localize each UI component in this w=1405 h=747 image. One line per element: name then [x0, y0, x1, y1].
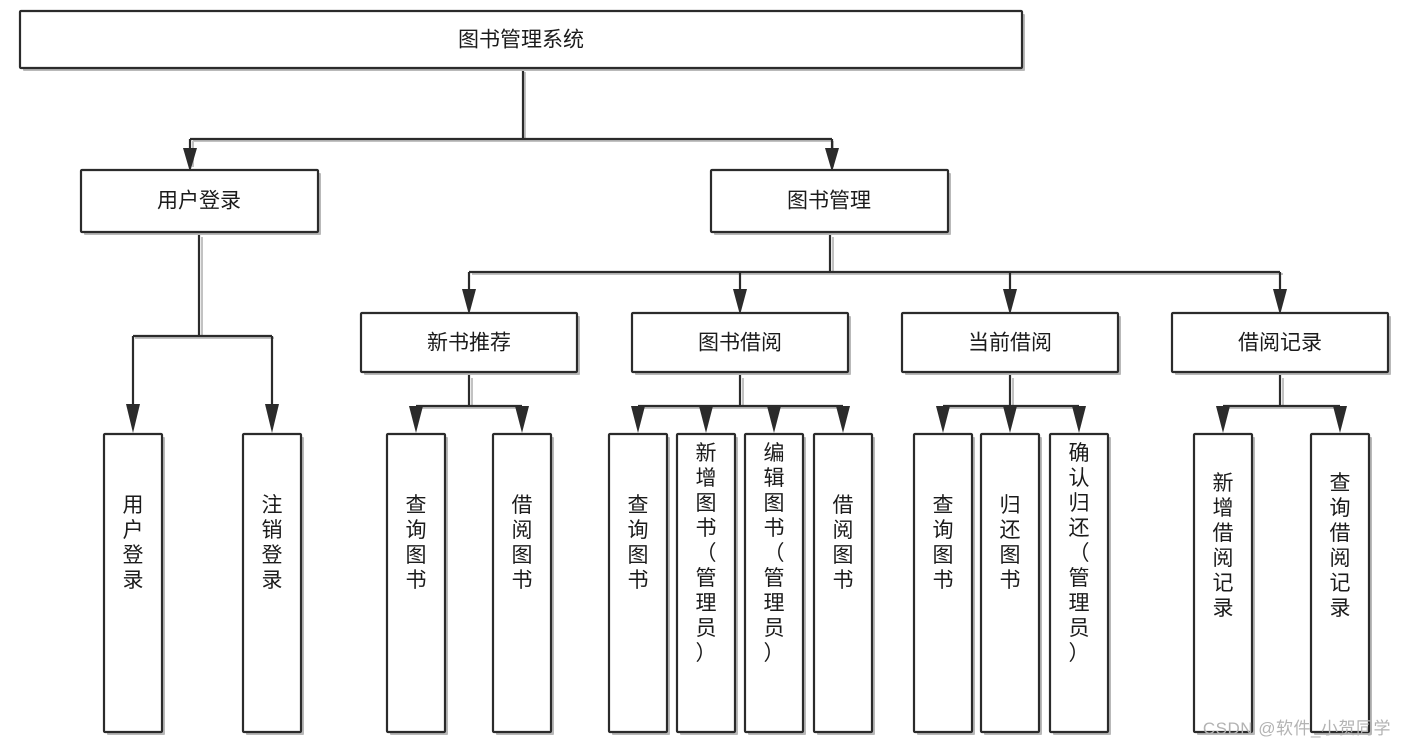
node-root-label: 图书管理系统: [458, 29, 584, 52]
node-user-login-label: 用户登录: [157, 190, 241, 213]
node-leaf-user-login[interactable]: 用户登录: [102, 432, 165, 735]
node-leaf-add-record-label: 新增借阅记录: [1213, 472, 1234, 620]
node-leaf-add-book[interactable]: 新增图书（管理员）: [675, 432, 738, 735]
edge-root-to-level2: [183, 70, 839, 172]
node-leaf-borrow-book-2[interactable]: 借阅图书: [812, 432, 875, 735]
edge-bookborrow-to-leaves: [631, 374, 850, 433]
node-leaf-query-book-2[interactable]: 查询图书: [607, 432, 670, 735]
node-book-manage[interactable]: 图书管理: [709, 168, 951, 235]
node-borrow-record[interactable]: 借阅记录: [1170, 311, 1391, 375]
node-leaf-query-book-1[interactable]: 查询图书: [385, 432, 448, 735]
node-leaf-user-login-label: 用户登录: [123, 494, 144, 592]
node-book-manage-label: 图书管理: [787, 190, 871, 213]
node-leaf-borrow-book-1-label: 借阅图书: [512, 494, 533, 592]
node-current-borrow-label: 当前借阅: [968, 332, 1052, 355]
node-root[interactable]: 图书管理系统: [18, 9, 1025, 71]
node-leaf-edit-book-label: 编辑图书（管理员）: [764, 442, 785, 665]
node-user-login[interactable]: 用户登录: [79, 168, 321, 235]
node-leaf-borrow-book-2-label: 借阅图书: [833, 494, 854, 592]
node-leaf-query-record-label: 查询借阅记录: [1330, 472, 1351, 620]
edge-newbookrec-to-leaves: [409, 374, 529, 433]
node-leaf-query-book-3-label: 查询图书: [933, 494, 954, 592]
node-book-borrow[interactable]: 图书借阅: [630, 311, 851, 375]
node-current-borrow[interactable]: 当前借阅: [900, 311, 1121, 375]
node-book-borrow-label: 图书借阅: [698, 332, 782, 355]
node-new-book-rec[interactable]: 新书推荐: [359, 311, 580, 375]
node-leaf-return-book-label: 归还图书: [1000, 494, 1021, 592]
node-leaf-add-book-label: 新增图书（管理员）: [696, 442, 717, 665]
node-borrow-record-label: 借阅记录: [1238, 332, 1322, 355]
connectors-layer: [126, 70, 1347, 433]
node-leaf-borrow-book-1[interactable]: 借阅图书: [491, 432, 554, 735]
edge-currentborrow-to-leaves: [936, 374, 1086, 433]
node-leaf-query-book-3[interactable]: 查询图书: [912, 432, 975, 735]
node-leaf-user-logout-label: 注销登录: [262, 494, 283, 592]
node-leaf-query-record[interactable]: 查询借阅记录: [1309, 432, 1372, 735]
node-new-book-rec-label: 新书推荐: [427, 332, 511, 355]
node-leaf-query-book-1-label: 查询图书: [406, 494, 427, 592]
edge-userlogin-to-leaves: [126, 233, 279, 433]
edge-borrowrecord-to-leaves: [1216, 374, 1347, 433]
edge-bookmanage-to-level3: [462, 233, 1287, 315]
node-leaf-edit-book[interactable]: 编辑图书（管理员）: [743, 432, 806, 735]
node-leaf-add-record[interactable]: 新增借阅记录: [1192, 432, 1255, 735]
node-leaf-query-book-2-label: 查询图书: [628, 494, 649, 592]
node-leaf-return-book[interactable]: 归还图书: [979, 432, 1042, 735]
leaf-nodes-layer: 用户登录 注销登录 查询图书 借阅图书 查询图书: [102, 432, 1372, 735]
node-leaf-user-logout[interactable]: 注销登录: [241, 432, 304, 735]
node-leaf-confirm-return-label: 确认归还（管理员）: [1069, 442, 1090, 665]
node-leaf-confirm-return[interactable]: 确认归还（管理员）: [1048, 432, 1111, 735]
